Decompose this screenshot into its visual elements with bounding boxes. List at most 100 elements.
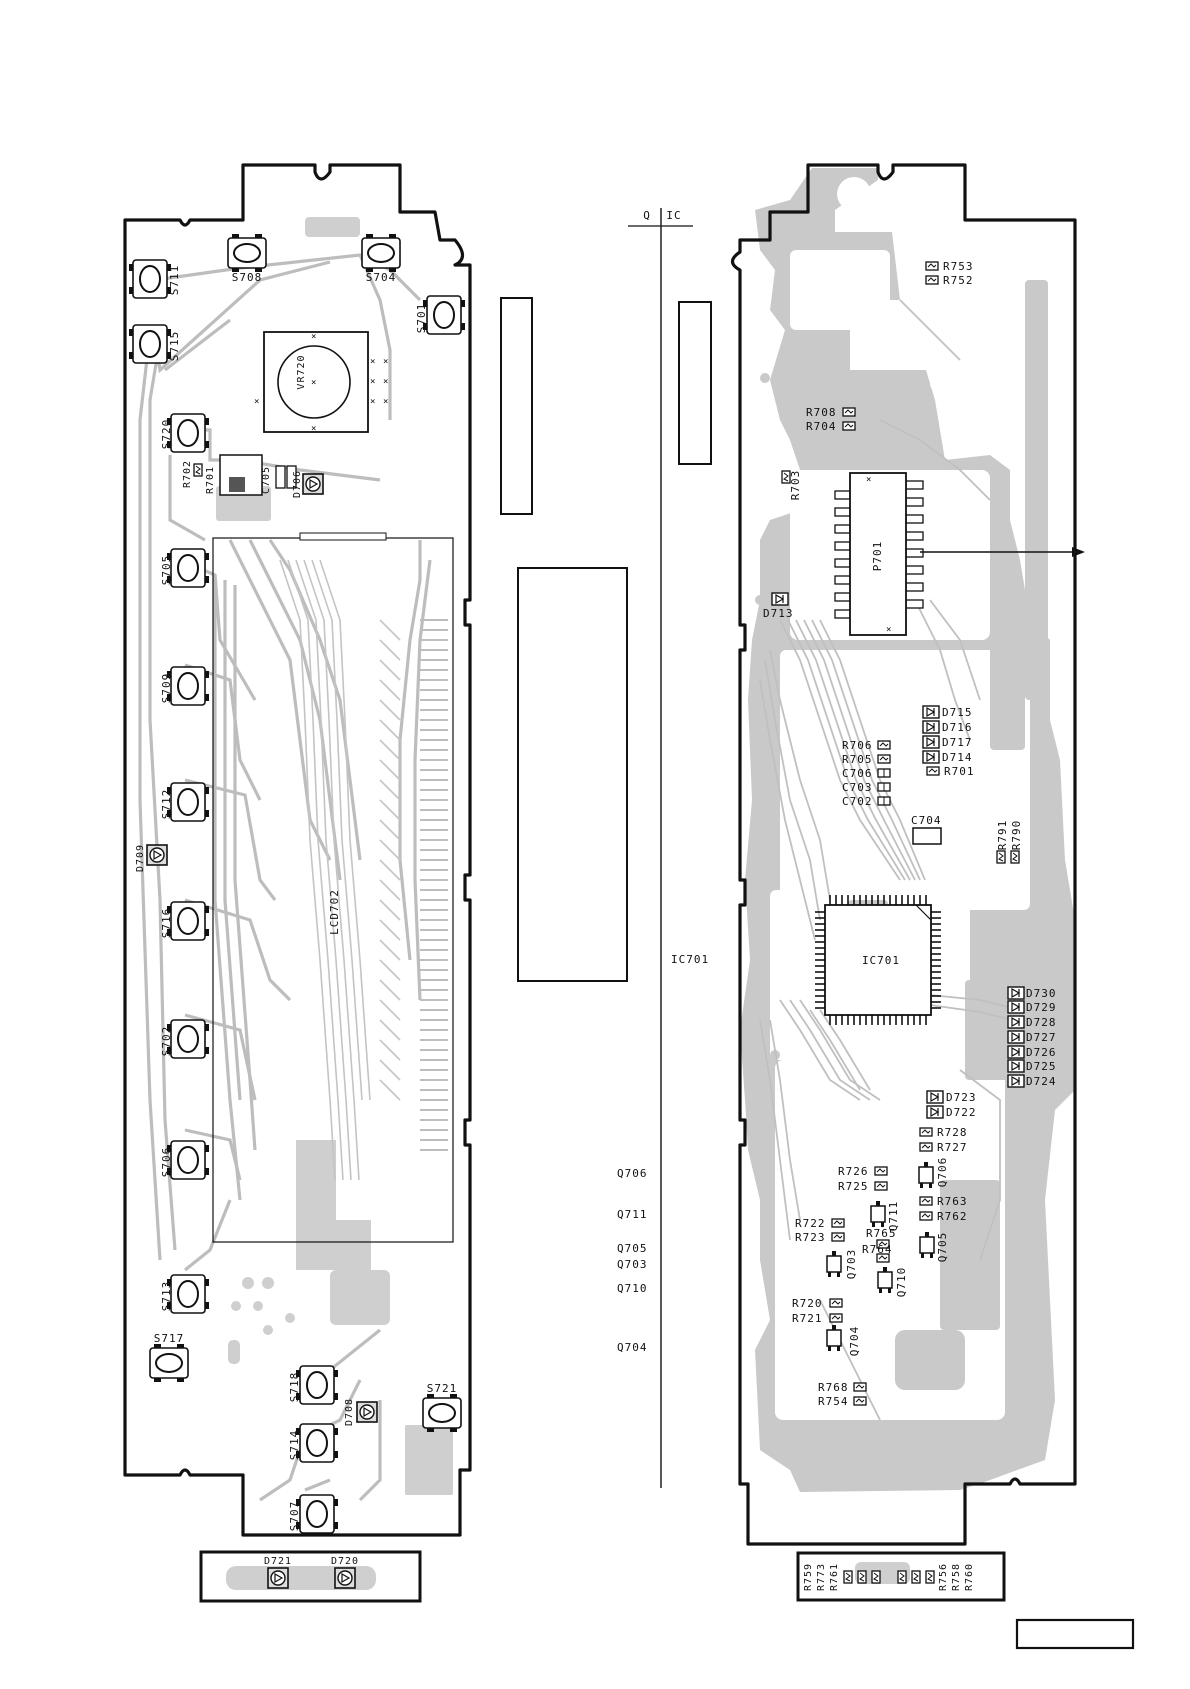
resistor-r768-label: R768 xyxy=(818,1381,849,1394)
led-d724 xyxy=(1007,1074,1025,1088)
switch-s713[interactable] xyxy=(166,1274,210,1314)
resistor-part-4 xyxy=(897,1570,907,1584)
ref-q705: Q705 xyxy=(617,1242,648,1255)
led-d720 xyxy=(334,1567,356,1589)
switch-s711[interactable] xyxy=(128,259,172,299)
switch-s702[interactable] xyxy=(166,1019,210,1059)
capacitor-c705 xyxy=(275,465,286,489)
resistor-r765-label: R765 xyxy=(866,1227,897,1240)
led-d709-label: D709 xyxy=(135,844,146,872)
switch-s707[interactable] xyxy=(295,1494,339,1534)
led-d717 xyxy=(922,735,940,749)
switch-s709[interactable] xyxy=(166,666,210,706)
vr720-potentiometer[interactable]: VR720 ×× ×× ×× ×× ×× xyxy=(254,331,388,434)
resistor-r759-label: R759 xyxy=(803,1563,814,1591)
resistor-r702-label: R702 xyxy=(182,460,193,488)
resistor-part-6 xyxy=(925,1570,935,1584)
ref-q706: Q706 xyxy=(617,1167,648,1180)
switch-s712[interactable] xyxy=(166,782,210,822)
right-fanout-traces xyxy=(759,299,1021,1421)
resistor-r752 xyxy=(925,275,939,285)
svg-text:×: × xyxy=(383,357,388,367)
resistor-r723-label: R723 xyxy=(795,1231,826,1244)
switch-s721[interactable] xyxy=(422,1393,462,1433)
ref-q703: Q703 xyxy=(617,1258,648,1271)
resistor-r761-label: R761 xyxy=(829,1563,840,1591)
resistor-r726 xyxy=(874,1166,888,1176)
led-d727 xyxy=(1007,1030,1025,1044)
resistor-part-2 xyxy=(857,1570,867,1584)
led-d717-label: D717 xyxy=(942,736,973,749)
switch-s704-label: S704 xyxy=(366,271,397,284)
led-d723-label: D723 xyxy=(946,1091,977,1104)
left-small-parts: R702 R701 C705 D706 D709 D708 xyxy=(135,454,378,1426)
left-lcd-bus xyxy=(279,559,401,1181)
led-d720-label: D720 xyxy=(331,1556,359,1567)
ref-q704: Q704 xyxy=(617,1341,648,1354)
switch-s720[interactable] xyxy=(166,413,210,453)
switch-s706[interactable] xyxy=(166,1140,210,1180)
switch-s705-label: S705 xyxy=(160,555,173,586)
resistor-r762-label: R762 xyxy=(937,1210,968,1223)
led-d728-label: D728 xyxy=(1026,1016,1057,1029)
svg-text:×: × xyxy=(383,397,388,407)
switch-s720-label: S720 xyxy=(160,419,173,450)
resistor-r727-label: R727 xyxy=(937,1141,968,1154)
led-d706 xyxy=(302,473,324,495)
resistor-r761-part xyxy=(843,1570,853,1584)
led-d722 xyxy=(926,1105,944,1119)
switch-s701[interactable] xyxy=(422,295,466,335)
resistor-r762 xyxy=(919,1211,933,1221)
ref-q711: Q711 xyxy=(617,1208,648,1221)
switch-s715[interactable] xyxy=(128,324,172,364)
switch-s716[interactable] xyxy=(166,901,210,941)
ic701-chip: IC701 xyxy=(815,895,941,1025)
resistor-r721-label: R721 xyxy=(792,1312,823,1325)
switch-s704[interactable] xyxy=(361,233,401,273)
switch-s705[interactable] xyxy=(166,548,210,588)
switch-s718-label: S718 xyxy=(288,1372,301,1403)
switch-s716-label: S716 xyxy=(160,908,173,939)
resistor-r701-right xyxy=(926,766,940,776)
resistor-r752-label: R752 xyxy=(943,274,974,287)
middle-area: Q IC IC701 Q706 Q711 Q705 Q703 Q710 Q704 xyxy=(500,208,712,1488)
led-d706-label: D706 xyxy=(292,470,303,498)
left-sub-board: D721 D720 xyxy=(199,1550,422,1603)
switch-s718[interactable] xyxy=(295,1365,339,1405)
switch-s701-label: S701 xyxy=(415,303,428,334)
resistor-r703-label: R703 xyxy=(789,470,802,501)
switch-s717[interactable] xyxy=(149,1343,189,1383)
switch-s717-label: S717 xyxy=(154,1332,185,1345)
cutout-rect-3 xyxy=(678,301,712,465)
led-d714-label: D714 xyxy=(942,751,973,764)
resistor-r722 xyxy=(831,1218,845,1228)
resistor-r760-label: R760 xyxy=(964,1563,975,1591)
svg-text:×: × xyxy=(370,377,375,387)
capacitor-c704 xyxy=(912,827,942,845)
resistor-r706-label: R706 xyxy=(842,739,873,752)
left-board-outline xyxy=(123,163,472,1537)
resistor-r723 xyxy=(831,1232,845,1242)
resistor-r764 xyxy=(876,1253,890,1263)
right-board-islands xyxy=(755,280,1048,1390)
transistor-q710-label: Q710 xyxy=(895,1267,908,1298)
switch-s712-label: S712 xyxy=(160,789,173,820)
svg-text:×: × xyxy=(383,377,388,387)
resistor-r704 xyxy=(842,421,856,431)
led-d721 xyxy=(267,1567,289,1589)
switch-s714[interactable] xyxy=(295,1423,339,1463)
lcd702-label: LCD702 xyxy=(328,889,341,935)
resistor-r754-label: R754 xyxy=(818,1395,849,1408)
led-d725-label: D725 xyxy=(1026,1060,1057,1073)
led-d727-label: D727 xyxy=(1026,1031,1057,1044)
capacitor-c703-label: C703 xyxy=(842,781,873,794)
resistor-r708-label: R708 xyxy=(806,406,837,419)
led-d730 xyxy=(1007,986,1025,1000)
lcd-pin-comb xyxy=(420,619,448,1151)
switch-s714-label: S714 xyxy=(288,1430,301,1461)
switch-s721-label: S721 xyxy=(427,1382,458,1395)
resistor-r705 xyxy=(877,754,891,764)
switch-s708[interactable] xyxy=(227,233,267,273)
resistor-r773-label: R773 xyxy=(816,1563,827,1591)
